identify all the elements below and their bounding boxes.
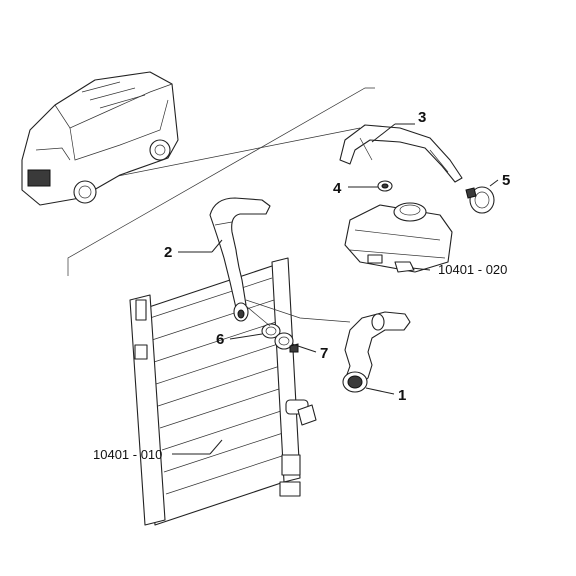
callout-labels: 1 2 3 4 5 6 7 10401 - 020 10401 - 010 (93, 109, 510, 462)
hose-3 (339, 124, 463, 183)
callout-5: 5 (502, 172, 510, 189)
clamp-6 (261, 323, 281, 339)
reference-radiator: 10401 - 010 (93, 447, 162, 462)
perspective-guides (67, 87, 375, 276)
vehicle-thumbnail (21, 71, 179, 206)
hose-2 (209, 197, 271, 322)
clamp-4 (377, 180, 393, 192)
callout-4: 4 (333, 180, 342, 197)
callout-1: 1 (398, 387, 406, 404)
reference-expansion-tank: 10401 - 020 (438, 262, 507, 277)
leader-lines (172, 123, 499, 455)
callout-3: 3 (418, 109, 426, 126)
callout-7: 7 (320, 345, 328, 362)
clamp-5 (465, 186, 495, 214)
radiator (129, 257, 317, 526)
expansion-tank (344, 202, 453, 273)
clamp-7 (274, 332, 299, 353)
callout-6: 6 (216, 331, 224, 348)
hose-1 (342, 311, 411, 393)
callout-2: 2 (164, 244, 172, 261)
